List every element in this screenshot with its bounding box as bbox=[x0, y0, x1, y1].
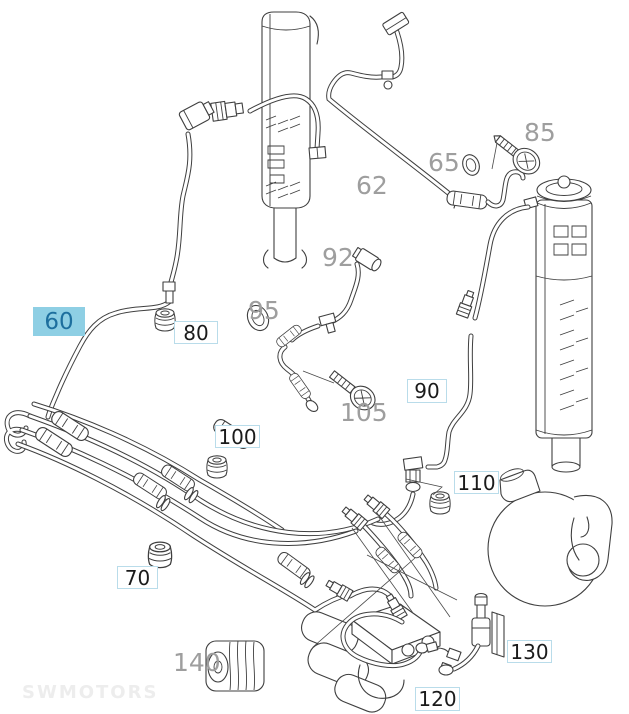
bolt-105-illustration bbox=[302, 370, 376, 411]
o-ring-95-illustration bbox=[246, 304, 270, 332]
grommet-70-illustration bbox=[147, 541, 173, 569]
sleeve-140-illustration bbox=[205, 640, 265, 692]
rear-strut-illustration bbox=[523, 175, 593, 473]
part-label-105: 105 bbox=[340, 398, 388, 427]
part-label-62: 62 bbox=[356, 171, 388, 200]
valve-130-illustration bbox=[438, 592, 505, 676]
grommet-110-illustration bbox=[429, 491, 451, 515]
leader-lines bbox=[312, 478, 458, 648]
pipe-end-connector bbox=[178, 101, 215, 131]
pipe-90-illustration bbox=[373, 207, 528, 524]
part-label-60[interactable]: 60 bbox=[33, 307, 85, 336]
valve-block-illustration bbox=[301, 591, 462, 713]
part-label-130[interactable]: 130 bbox=[507, 640, 552, 664]
part-label-65: 65 bbox=[428, 148, 460, 177]
pipe-92-illustration bbox=[274, 246, 382, 412]
pipe-bundle-illustration bbox=[6, 404, 378, 610]
o-ring-65-illustration bbox=[462, 154, 480, 176]
elbow-fitting bbox=[402, 456, 424, 493]
grommet-100-illustration bbox=[206, 455, 228, 479]
part-label-100[interactable]: 100 bbox=[215, 425, 260, 449]
hose-fitting bbox=[210, 100, 244, 122]
part-label-80[interactable]: 80 bbox=[174, 321, 218, 345]
part-label-140: 140 bbox=[173, 648, 221, 677]
part-label-70[interactable]: 70 bbox=[117, 566, 158, 590]
screw-85-illustration bbox=[491, 135, 541, 175]
hoses-illustration bbox=[323, 492, 436, 607]
part-label-85: 85 bbox=[524, 118, 556, 147]
part-label-92: 92 bbox=[322, 243, 354, 272]
pipe-62-illustration bbox=[329, 11, 523, 211]
part-label-90[interactable]: 90 bbox=[407, 379, 447, 403]
accumulator-sphere-illustration bbox=[487, 468, 613, 607]
part-label-110[interactable]: 110 bbox=[454, 471, 499, 495]
pipe-60-illustration bbox=[48, 134, 190, 417]
part-label-95: 95 bbox=[248, 296, 280, 325]
grommet-80-illustration bbox=[154, 308, 176, 332]
watermark: SWMOTORS bbox=[22, 682, 159, 703]
part-label-120[interactable]: 120 bbox=[415, 687, 460, 711]
front-strut-illustration bbox=[178, 11, 327, 269]
